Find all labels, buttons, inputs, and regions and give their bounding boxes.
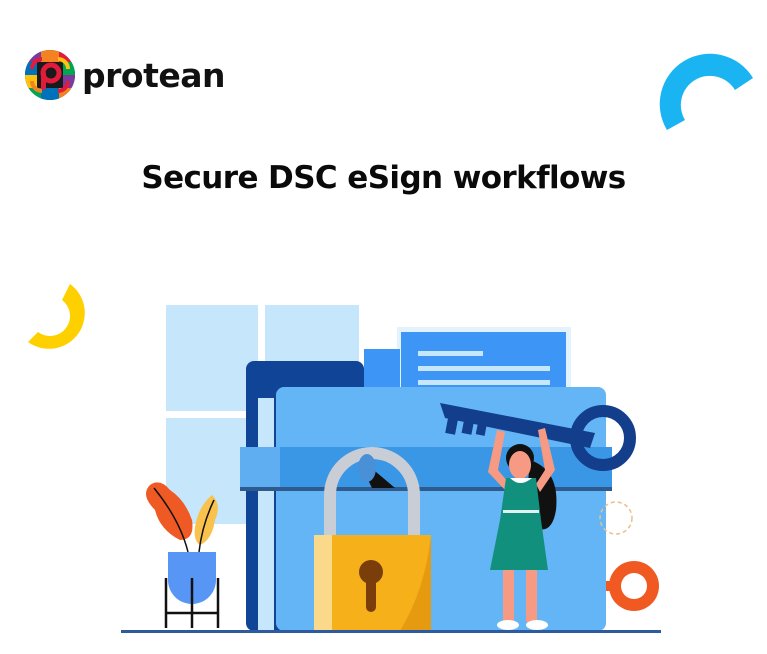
brand-logo[interactable]: protean — [24, 47, 226, 103]
brand-name: protean — [82, 55, 226, 95]
gear-icon — [599, 501, 659, 611]
potted-plant-icon — [146, 482, 220, 628]
key-icon — [440, 403, 636, 471]
yellow-arc-decoration-icon — [28, 284, 85, 349]
padlock-icon — [314, 447, 431, 631]
protean-globe-logo-icon — [25, 50, 75, 100]
woman-figure — [488, 428, 557, 630]
floor-line — [121, 630, 661, 633]
blue-arc-decoration-icon — [659, 53, 753, 130]
page-title: Secure DSC eSign workflows — [141, 160, 626, 196]
